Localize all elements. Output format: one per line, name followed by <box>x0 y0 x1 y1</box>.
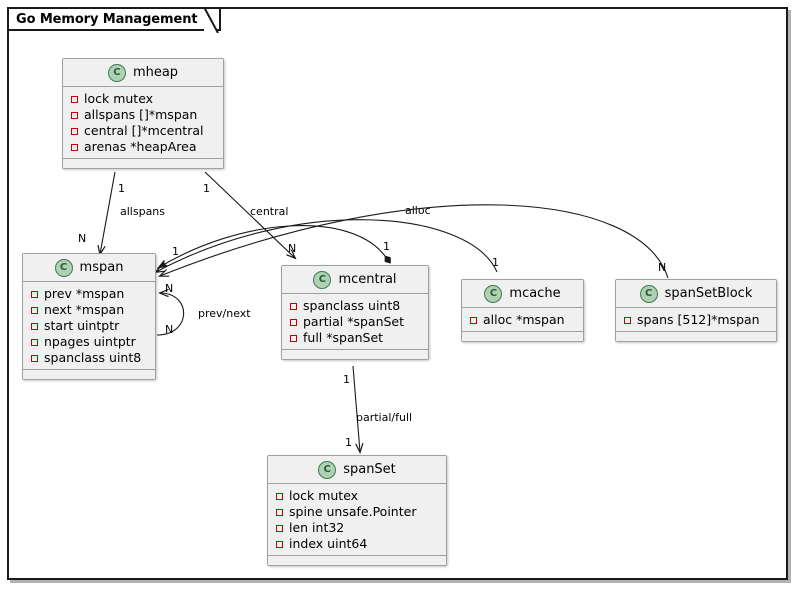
class-field: lock mutex <box>63 91 223 107</box>
class-mspan-fields: prev *mspan next *mspan start uintptr np… <box>23 282 155 370</box>
class-spanset-fields: lock mutex spine unsafe.Pointer len int3… <box>268 484 446 556</box>
class-stereotype-letter: C <box>323 463 331 475</box>
class-mcentral-title: mcentral <box>338 272 397 287</box>
class-stereotype-icon: C <box>318 460 337 479</box>
class-spanset-methods <box>268 556 446 565</box>
class-field: alloc *mspan <box>462 312 583 328</box>
class-field-label: spanclass uint8 <box>303 297 401 313</box>
class-field: full *spanSet <box>282 330 428 346</box>
class-mspan-header: C mspan <box>23 254 155 282</box>
class-mcache-title: mcache <box>509 286 561 301</box>
class-field-label: spanclass uint8 <box>44 349 142 365</box>
private-visibility-icon <box>276 492 283 500</box>
class-mspan[interactable]: C mspan prev *mspan next *mspan start ui… <box>22 253 156 380</box>
diagram-frame-tab: Go Memory Management <box>7 7 222 33</box>
private-visibility-icon <box>31 322 38 330</box>
class-spanset[interactable]: C spanSet lock mutex spine unsafe.Pointe… <box>267 455 447 566</box>
class-field-label: prev *mspan <box>44 285 125 301</box>
class-field-label: central []*mcentral <box>84 122 204 138</box>
class-mheap-methods <box>63 159 223 168</box>
class-field-label: allspans []*mspan <box>84 106 198 122</box>
class-field-label: lock mutex <box>84 90 154 106</box>
class-field-label: full *spanSet <box>303 329 384 345</box>
class-stereotype-letter: C <box>318 273 327 285</box>
class-stereotype-icon: C <box>107 63 126 82</box>
class-stereotype-letter: C <box>644 287 653 299</box>
class-spanset-title: spanSet <box>343 462 396 477</box>
class-field: spanclass uint8 <box>23 350 155 366</box>
private-visibility-icon <box>71 95 78 103</box>
class-spansetblock-header: C spanSetBlock <box>616 280 776 308</box>
class-mcentral[interactable]: C mcentral spanclass uint8 partial *span… <box>281 265 429 360</box>
class-field-label: index uint64 <box>289 535 368 551</box>
class-field: next *mspan <box>23 302 155 318</box>
class-field: npages uintptr <box>23 334 155 350</box>
private-visibility-icon <box>470 316 477 324</box>
class-spansetblock-methods <box>616 332 776 341</box>
class-field: arenas *heapArea <box>63 139 223 155</box>
class-field: index uint64 <box>268 536 446 552</box>
private-visibility-icon <box>290 302 297 310</box>
private-visibility-icon <box>31 354 38 362</box>
class-field-label: spine unsafe.Pointer <box>289 503 417 519</box>
class-mcentral-methods <box>282 350 428 359</box>
class-mcache-fields: alloc *mspan <box>462 308 583 332</box>
class-field: central []*mcentral <box>63 123 223 139</box>
class-spansetblock-fields: spans [512]*mspan <box>616 308 776 332</box>
class-stereotype-icon: C <box>639 284 658 303</box>
class-spansetblock[interactable]: C spanSetBlock spans [512]*mspan <box>615 279 777 342</box>
class-field: partial *spanSet <box>282 314 428 330</box>
class-mcentral-header: C mcentral <box>282 266 428 294</box>
class-mheap-header: C mheap <box>63 59 223 87</box>
class-mcache-header: C mcache <box>462 280 583 308</box>
private-visibility-icon <box>71 143 78 151</box>
private-visibility-icon <box>71 111 78 119</box>
class-field: spans [512]*mspan <box>616 312 776 328</box>
private-visibility-icon <box>71 127 78 135</box>
class-stereotype-letter: C <box>113 66 121 78</box>
diagram-title: Go Memory Management <box>16 11 198 27</box>
private-visibility-icon <box>276 540 283 548</box>
class-field: lock mutex <box>268 488 446 504</box>
class-field: len int32 <box>268 520 446 536</box>
class-field-label: spans [512]*mspan <box>637 311 760 327</box>
private-visibility-icon <box>624 316 631 324</box>
private-visibility-icon <box>31 306 38 314</box>
class-field-label: start uintptr <box>44 317 120 333</box>
class-field-label: lock mutex <box>289 487 359 503</box>
private-visibility-icon <box>276 524 283 532</box>
class-mheap-fields: lock mutex allspans []*mspan central []*… <box>63 87 223 159</box>
class-field-label: next *mspan <box>44 301 125 317</box>
class-spanset-header: C spanSet <box>268 456 446 484</box>
class-field-label: alloc *mspan <box>483 311 565 327</box>
class-field: spanclass uint8 <box>282 298 428 314</box>
class-field: start uintptr <box>23 318 155 334</box>
class-field: prev *mspan <box>23 286 155 302</box>
class-stereotype-letter: C <box>489 287 498 299</box>
class-stereotype-letter: C <box>59 261 68 273</box>
class-stereotype-icon: C <box>484 284 503 303</box>
class-mspan-methods <box>23 370 155 379</box>
class-field-label: arenas *heapArea <box>84 138 197 154</box>
class-stereotype-icon: C <box>54 258 73 277</box>
class-mheap[interactable]: C mheap lock mutex allspans []*mspan cen… <box>62 58 224 169</box>
class-field-label: partial *spanSet <box>303 313 405 329</box>
class-stereotype-icon: C <box>313 270 332 289</box>
private-visibility-icon <box>290 334 297 342</box>
class-mcache-methods <box>462 332 583 341</box>
class-mcache[interactable]: C mcache alloc *mspan <box>461 279 584 342</box>
private-visibility-icon <box>31 290 38 298</box>
frame-tab-corner-icon <box>204 9 220 33</box>
class-mspan-title: mspan <box>79 260 124 275</box>
private-visibility-icon <box>31 338 38 346</box>
class-field: spine unsafe.Pointer <box>268 504 446 520</box>
private-visibility-icon <box>290 318 297 326</box>
private-visibility-icon <box>276 508 283 516</box>
class-mcentral-fields: spanclass uint8 partial *spanSet full *s… <box>282 294 428 350</box>
class-spansetblock-title: spanSetBlock <box>664 286 753 301</box>
class-field: allspans []*mspan <box>63 107 223 123</box>
class-field-label: npages uintptr <box>44 333 136 349</box>
class-mheap-title: mheap <box>132 65 179 80</box>
class-field-label: len int32 <box>289 519 345 535</box>
